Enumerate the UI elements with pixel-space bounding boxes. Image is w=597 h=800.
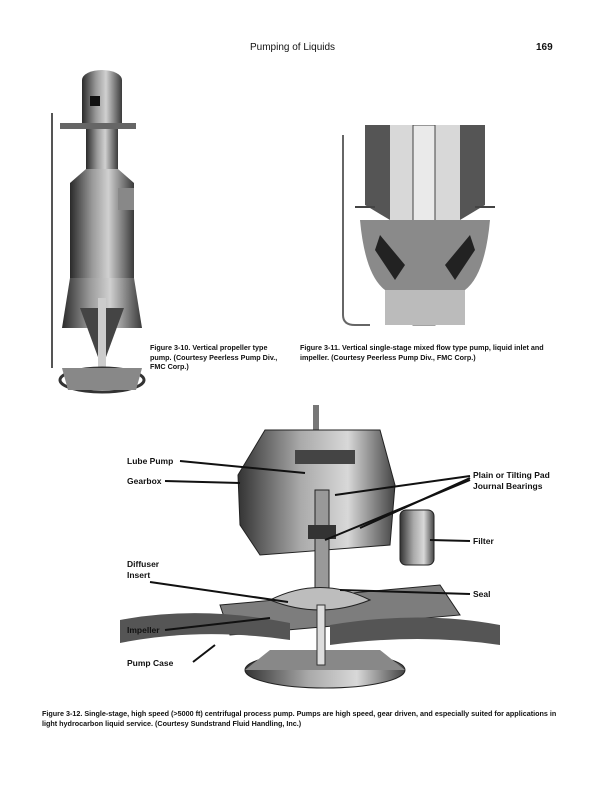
figure-caption-text: Single-stage, high speed (>5000 ft) cent…: [42, 709, 557, 728]
figure-3-12-illustration: [120, 405, 500, 689]
figure-3-11-illustration: [342, 125, 495, 326]
callout-seal: Seal: [473, 589, 491, 599]
figure-3-11-caption: Figure 3-11. Vertical single-stage mixed…: [300, 343, 555, 362]
callout-impeller: Impeller: [127, 625, 160, 635]
page-number: 169: [536, 42, 553, 53]
figure-caption-text: Vertical propeller type pump. (Courtesy …: [150, 343, 278, 371]
figure-caption-text: Vertical single-stage mixed flow type pu…: [300, 343, 544, 362]
callout-pump-case: Pump Case: [127, 658, 174, 668]
figure-3-10-caption: Figure 3-10. Vertical propeller type pum…: [150, 343, 282, 372]
figure-label: Figure 3-11.: [300, 343, 340, 352]
figure-label: Figure 3-10.: [150, 343, 191, 352]
callout-journal-bearings-line2: Journal Bearings: [473, 481, 543, 491]
figure-label: Figure 3-12.: [42, 709, 83, 718]
callout-gearbox: Gearbox: [127, 476, 162, 486]
callout-diffuser-line1: Diffuser: [127, 559, 160, 569]
callout-filter: Filter: [473, 536, 494, 546]
figure-3-10-illustration: [51, 70, 146, 394]
figure-3-12-caption: Figure 3-12. Single-stage, high speed (>…: [42, 709, 557, 728]
callout-journal-bearings-line1: Plain or Tilting Pad: [473, 470, 550, 480]
callout-lube-pump: Lube Pump: [127, 456, 174, 466]
callout-diffuser-line2: Insert: [127, 570, 151, 580]
running-header: Pumping of Liquids: [250, 42, 336, 53]
